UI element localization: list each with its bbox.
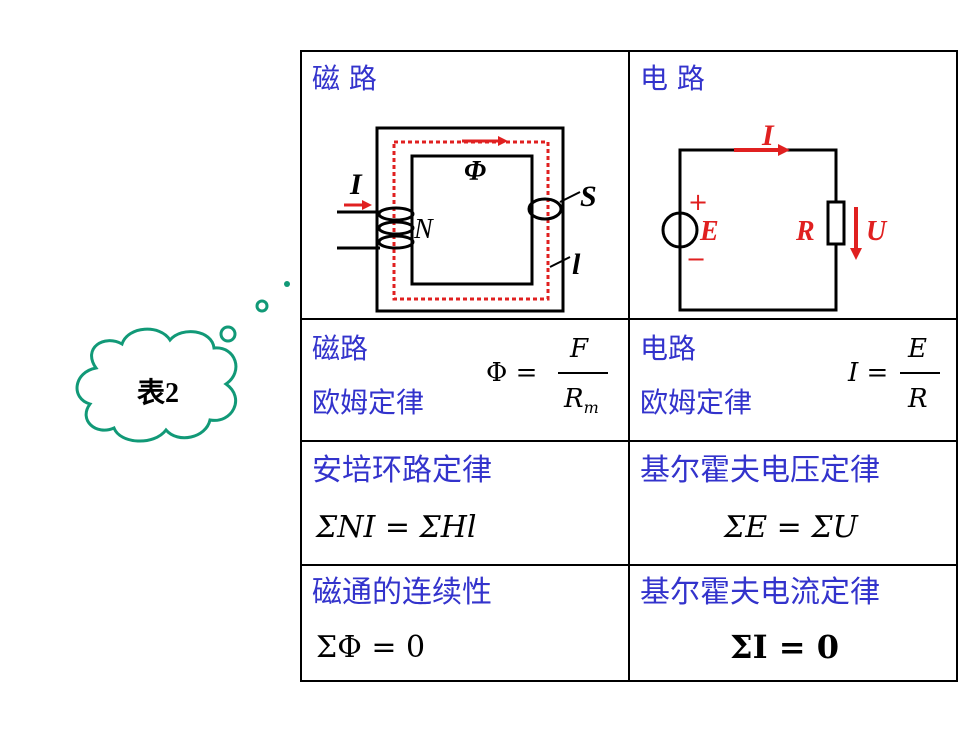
continuity-title: 磁通的连续性 bbox=[312, 575, 492, 610]
voltage-label: U bbox=[866, 216, 888, 247]
kvl-cell: 基尔霍夫电压定律 ΣE = ΣU bbox=[628, 440, 958, 566]
kcl-cell: 基尔霍夫电流定律 ΣI = 0 bbox=[628, 564, 958, 682]
area-label: S bbox=[580, 180, 597, 213]
kvl-formula: ΣE = ΣU bbox=[724, 510, 858, 545]
magnetic-circuit-diagram: Φ I N S l bbox=[337, 126, 597, 313]
flux-label: Φ bbox=[464, 156, 486, 187]
current-label: I bbox=[349, 168, 363, 201]
coil-turn bbox=[377, 220, 415, 236]
magnetic-ohm-title-2: 欧姆定律 bbox=[312, 386, 425, 419]
core-inner bbox=[410, 154, 534, 286]
ampere-title: 安培环路定律 bbox=[312, 453, 492, 488]
coil-turn bbox=[377, 234, 415, 250]
resistor-label: R bbox=[795, 216, 815, 247]
minus-sign: − bbox=[686, 245, 706, 273]
resistor bbox=[826, 200, 846, 246]
magnetic-ohm-denominator: Rm bbox=[564, 384, 599, 418]
fraction-bar bbox=[558, 372, 608, 374]
flux-arrowhead bbox=[498, 136, 508, 146]
electric-ohm-denominator: R bbox=[908, 384, 928, 414]
comparison-table: 磁 路 Φ I N S l bbox=[300, 50, 958, 682]
thought-cloud: 表2 bbox=[75, 281, 290, 443]
magnetic-ohm-numerator: F bbox=[570, 334, 589, 364]
continuity-cell: 磁通的连续性 ΣΦ = 0 bbox=[300, 564, 630, 682]
ampere-formula: ΣNI = ΣHl bbox=[316, 510, 477, 545]
subscript: m bbox=[583, 398, 599, 418]
plus-sign: + bbox=[688, 188, 708, 216]
cloud-bubble-medium bbox=[255, 299, 269, 313]
electric-ohm-title-2: 欧姆定律 bbox=[640, 386, 753, 419]
kcl-title: 基尔霍夫电流定律 bbox=[640, 575, 880, 610]
kvl-title: 基尔霍夫电压定律 bbox=[640, 453, 880, 488]
kcl-formula: ΣI = 0 bbox=[730, 628, 839, 666]
voltage-arrowhead bbox=[850, 248, 862, 260]
area-pointer bbox=[559, 191, 581, 203]
ampere-cell: 安培环路定律 ΣNI = ΣHl bbox=[300, 440, 630, 566]
core-outer bbox=[375, 126, 565, 313]
electric-ohm-cell: 电路 欧姆定律 I = E R bbox=[628, 318, 958, 442]
electric-ohm-lhs: I = bbox=[848, 358, 889, 388]
magnetic-ohm-cell: 磁路 欧姆定律 Φ = F Rm bbox=[300, 318, 630, 442]
continuity-formula: ΣΦ = 0 bbox=[316, 630, 426, 665]
cloud-bubble-large bbox=[219, 325, 237, 343]
magnetic-circuit-cell: 磁 路 Φ I N S l bbox=[300, 50, 630, 320]
fraction-bar bbox=[900, 372, 940, 374]
current-label: I bbox=[761, 119, 775, 152]
magnetic-ohm-title-1: 磁路 bbox=[312, 332, 369, 365]
cross-section bbox=[527, 197, 563, 221]
electric-header: 电 路 bbox=[640, 62, 705, 95]
coil-turn bbox=[377, 206, 415, 222]
cloud-bubble-small bbox=[284, 281, 290, 287]
emf-label: E bbox=[699, 216, 719, 247]
electric-ohm-title-1: 电路 bbox=[640, 332, 697, 365]
turns-label: N bbox=[413, 214, 434, 245]
magnetic-ohm-lhs: Φ = bbox=[486, 358, 538, 388]
length-pointer bbox=[549, 256, 571, 268]
cloud-label: 表2 bbox=[137, 377, 179, 409]
electric-ohm-numerator: E bbox=[908, 334, 927, 364]
current-arrowhead bbox=[778, 144, 790, 156]
electric-circuit-cell: 电 路 I + − E R U bbox=[628, 50, 958, 320]
electric-circuit-diagram: I + − E R U bbox=[661, 119, 888, 312]
length-label: l bbox=[572, 248, 581, 281]
current-arrowhead bbox=[362, 200, 372, 210]
cloud-shape bbox=[75, 327, 238, 443]
magnetic-header: 磁 路 bbox=[312, 62, 377, 95]
